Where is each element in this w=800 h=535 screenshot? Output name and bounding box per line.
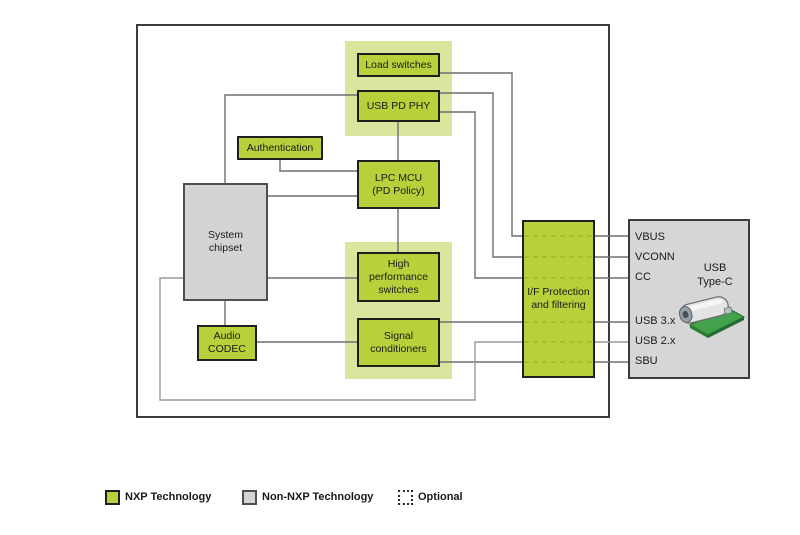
block-high-performance-switches: High performance switches	[357, 252, 440, 302]
legend-swatch-optional	[398, 490, 413, 505]
legend-label-optional: Optional	[418, 491, 463, 503]
usb-type-c-connector-icon	[678, 296, 746, 338]
usb-type-c-title: USB Type-C	[697, 262, 733, 288]
legend-swatch-non-nxp	[242, 490, 257, 505]
block-lpc-mcu-pd-policy: LPC MCU (PD Policy)	[357, 160, 440, 209]
block-if-protection-filtering: I/F Protection and filtering	[522, 220, 595, 378]
block-system-chipset: System chipset	[183, 183, 268, 301]
legend-label-non-nxp: Non-NXP Technology	[262, 491, 374, 503]
legend-swatch-nxp	[105, 490, 120, 505]
block-audio-codec: Audio CODEC	[197, 325, 257, 361]
block-signal-conditioners: Signal conditioners	[357, 318, 440, 367]
legend-label-nxp: NXP Technology	[125, 491, 212, 503]
pin-label-vbus: VBUS	[635, 231, 665, 243]
block-usb-pd-phy: USB PD PHY	[357, 90, 440, 122]
pin-label-cc: CC	[635, 271, 651, 283]
pin-label-usb2x: USB 2.x	[635, 335, 676, 347]
pin-label-vconn: VCONN	[635, 251, 675, 263]
block-usb-type-c	[628, 219, 750, 379]
pin-label-sbu: SBU	[635, 355, 658, 367]
pin-label-usb3x: USB 3.x	[635, 315, 676, 327]
block-authentication: Authentication	[237, 136, 323, 160]
block-load-switches: Load switches	[357, 53, 440, 77]
